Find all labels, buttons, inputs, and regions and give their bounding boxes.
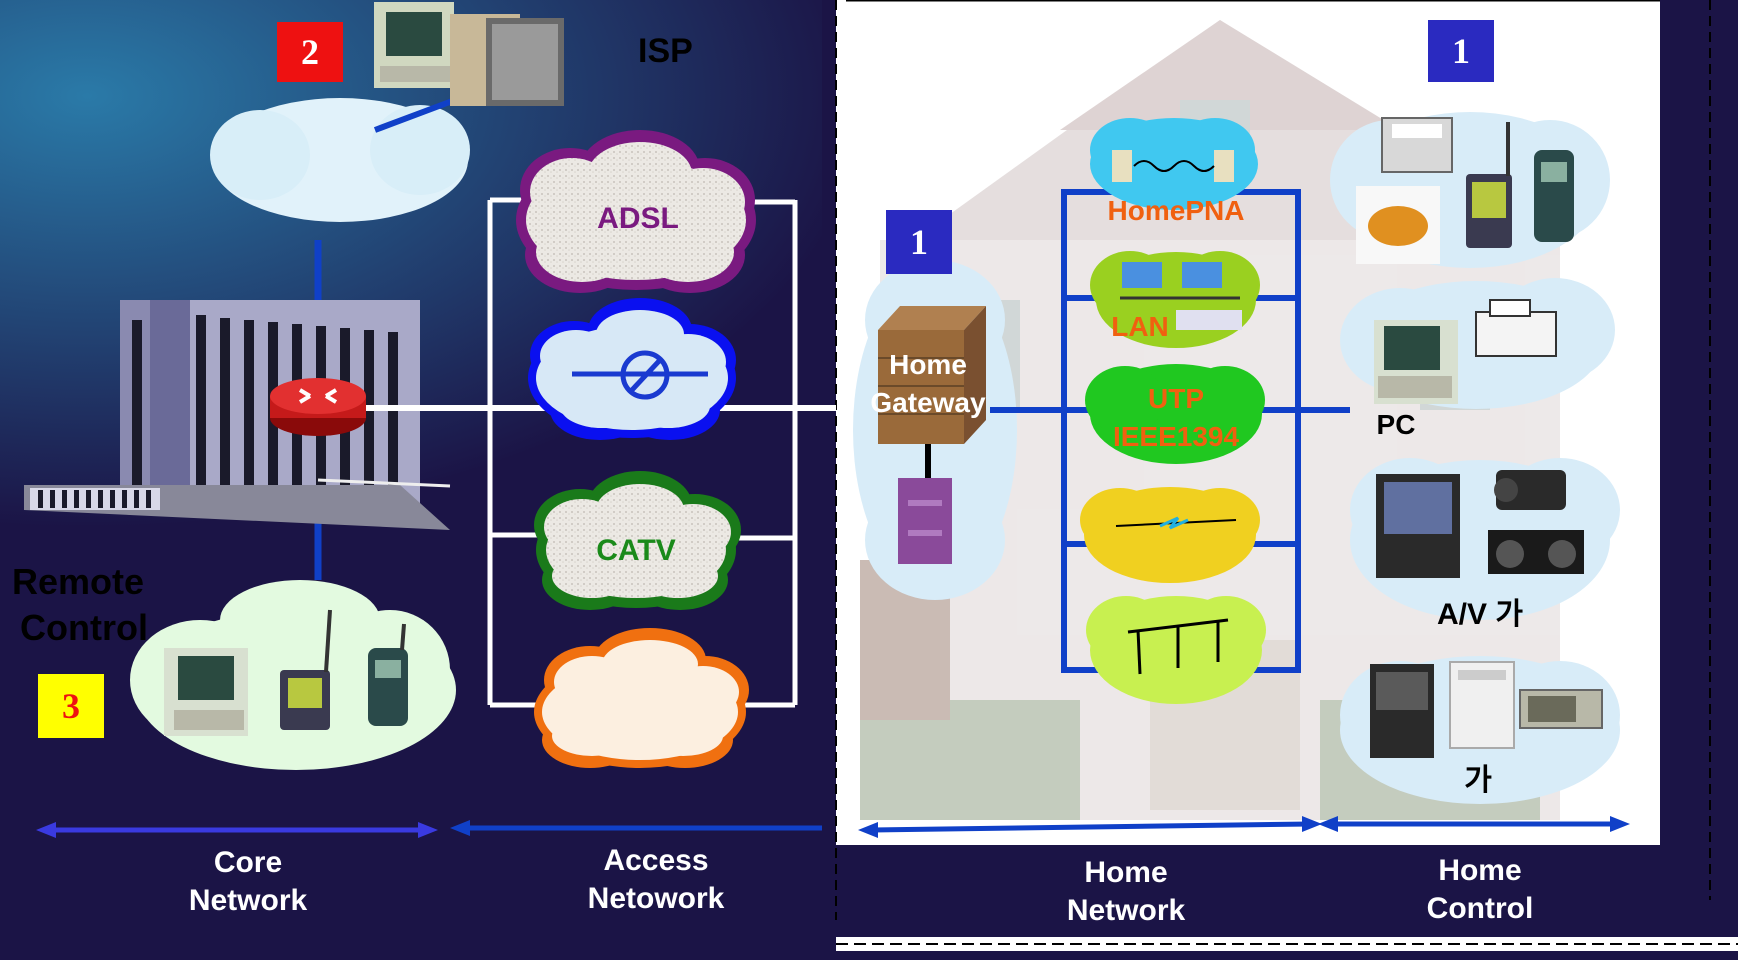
lan-label: LAN: [1111, 311, 1169, 342]
wireless-cloud: [528, 298, 736, 440]
adsl-cloud: [516, 130, 756, 293]
home-control-label-line2: Control: [1427, 892, 1534, 925]
access-network-label-line1: Access: [603, 844, 708, 877]
home-network-arrow: [858, 816, 1322, 838]
isp-cloud: [210, 97, 470, 222]
homepna-cloud: [1090, 118, 1258, 210]
mobile-phone-icon: [1534, 150, 1574, 242]
powerline-access-cloud: [534, 628, 749, 768]
power-pole-icon: [1127, 618, 1229, 675]
satellite-icon: [572, 350, 708, 400]
core-network-label-line1: Core: [214, 846, 282, 879]
core-network-label-line2: Network: [189, 884, 308, 917]
remote-control-label-line2: Control: [20, 607, 148, 648]
remote-pda-icon: [280, 609, 332, 730]
wireless-home-cloud: [1080, 487, 1260, 583]
settop-box-icon: [898, 478, 952, 564]
fax-icon: [1381, 117, 1453, 173]
remote-control-label-line1: Remote: [12, 561, 144, 602]
lan-cloud: [1090, 251, 1260, 348]
router-icon: [270, 378, 366, 436]
utp-cloud: [1085, 364, 1265, 464]
av-label: A/V 가: [1437, 598, 1523, 631]
badge-gateway: [886, 210, 952, 274]
isp-label: ISP: [638, 32, 693, 70]
isp-server-icon: [450, 14, 564, 106]
home-gateway-box-icon: [878, 306, 986, 444]
lightning-icon: [1159, 516, 1189, 530]
tv-icon: [1376, 474, 1460, 578]
utp-label-line1: UTP: [1148, 383, 1204, 414]
boombox-icon: [1488, 530, 1584, 574]
home-network-label-line1: Home: [1084, 856, 1167, 889]
adsl-label: ADSL: [597, 202, 679, 235]
pc-label: PC: [1377, 409, 1416, 440]
home-gateway-label-line1: Home: [889, 349, 967, 380]
catv-cloud: [534, 471, 741, 610]
badge-isp: [277, 22, 343, 82]
printer-icon: [1475, 299, 1557, 357]
badge-isp-number: 2: [301, 32, 319, 72]
home-network-label-line2: Network: [1067, 894, 1186, 927]
home-gateway-label-line2: Gateway: [870, 387, 986, 418]
powerline-home-cloud: [1086, 596, 1266, 704]
badge-home-number: 1: [1452, 31, 1470, 71]
access-network-label-line2: Netowork: [588, 882, 725, 915]
appliance-label: 가: [1464, 764, 1492, 797]
homepna-label: HomePNA: [1108, 195, 1245, 226]
pc-icon: [1374, 320, 1458, 404]
badge-gateway-number: 1: [910, 222, 928, 262]
home-control-label-line1: Home: [1438, 854, 1521, 887]
utp-label-line2: IEEE1394: [1113, 421, 1240, 452]
desk-phone-icon: [1356, 186, 1440, 264]
camcorder-icon: [1494, 470, 1566, 510]
isp-computer-icon: [374, 2, 454, 88]
microwave-icon: [1519, 689, 1603, 729]
remote-computer-icon: [164, 648, 248, 736]
badge-remote: [38, 674, 104, 738]
remote-phone-icon: [368, 623, 408, 726]
core-network-arrow: [36, 822, 438, 838]
washer-icon: [1449, 661, 1515, 749]
badge-home: [1428, 20, 1494, 82]
home-control-arrow: [1318, 816, 1630, 832]
pda-icon: [1466, 122, 1512, 248]
refrigerator-icon: [1370, 664, 1434, 758]
badge-remote-number: 3: [62, 686, 80, 726]
access-network-arrow: [450, 820, 822, 836]
catv-label: CATV: [596, 534, 675, 567]
